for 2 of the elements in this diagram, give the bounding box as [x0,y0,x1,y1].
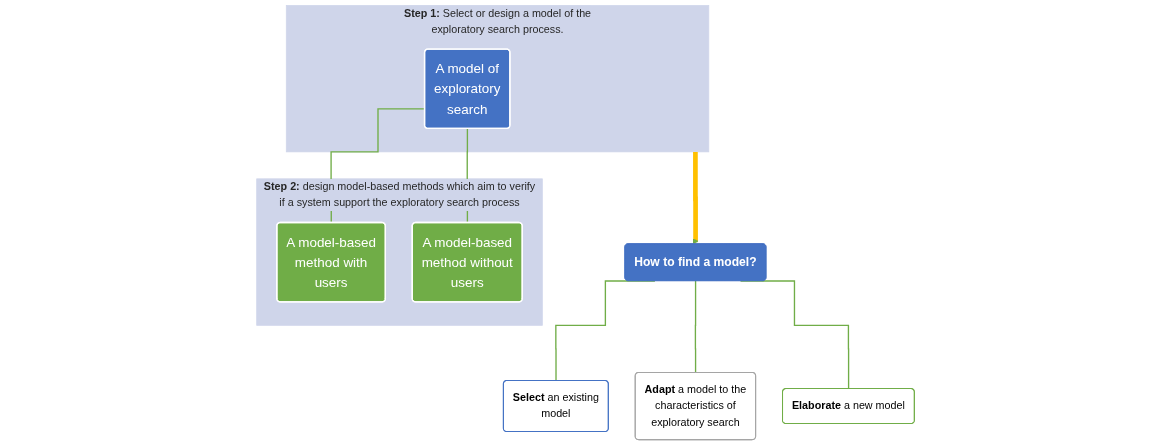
connector [694,280,697,374]
arrow [692,149,699,245]
